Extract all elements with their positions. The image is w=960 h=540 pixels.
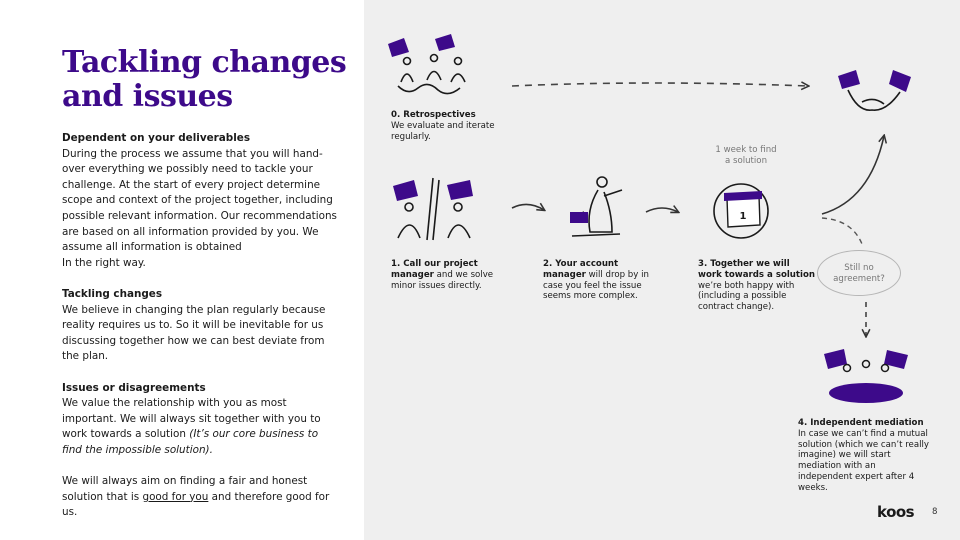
good-for-you-link[interactable]: good for you <box>142 490 209 503</box>
step-4-mediation: 4. Independent mediation In case we can’… <box>798 418 929 493</box>
calendar-icon: 1 <box>713 183 769 239</box>
phone-call-icon <box>393 177 473 241</box>
arrow-step2-to-3 <box>645 208 678 212</box>
section-heading-changes: Tackling changes <box>62 287 163 300</box>
agreement-note: Still no agreement? <box>833 263 885 284</box>
section-text-fair: We will always aim on finding a fair and… <box>62 475 330 519</box>
core-business-note: (It’s our core business to find the impo… <box>62 428 319 456</box>
step-3-solution: 3. Together we will work towards a solut… <box>698 259 815 313</box>
page-number: 8 <box>932 507 938 517</box>
section-text-changes: We believe in changing the plan regularl… <box>62 303 326 363</box>
calendar-day-label: 1 <box>740 211 747 222</box>
step-2-account-manager: 2. Your account manager will drop by in … <box>543 259 649 302</box>
section-heading-deliverables: Dependent on your deliverables <box>62 132 251 144</box>
page-title: Tackling changes and issues <box>62 45 347 114</box>
week-note: 1 week to find a solution <box>715 145 777 166</box>
section-text-deliverables: During the process we assume that you wi… <box>62 147 337 254</box>
text-panel <box>0 0 364 540</box>
mediation-table-icon <box>824 349 908 403</box>
section-heading-issues: Issues or disagreements <box>62 381 206 394</box>
step-1-call: 1. Call our project manager and we solve… <box>391 259 494 291</box>
arrow-step1-to-2 <box>511 204 544 210</box>
arrow-step3-to-agreement <box>821 136 884 215</box>
dashed-arrow-top <box>511 83 808 86</box>
account-manager-icon <box>570 176 623 237</box>
koos-logo: koos <box>877 503 915 521</box>
question-bubble <box>817 250 901 296</box>
body-text: Dependent on your deliverables During th… <box>62 131 337 521</box>
people-retrospective-icon <box>388 34 466 95</box>
section-text-deliverables-2: In the right way. <box>62 256 146 269</box>
handshake-icon <box>838 70 911 111</box>
step-retrospectives: 0. Retrospectives We evaluate and iterat… <box>391 110 495 142</box>
section-text-issues: We value the relationship with you as mo… <box>62 397 321 456</box>
dashed-to-question <box>821 217 863 245</box>
